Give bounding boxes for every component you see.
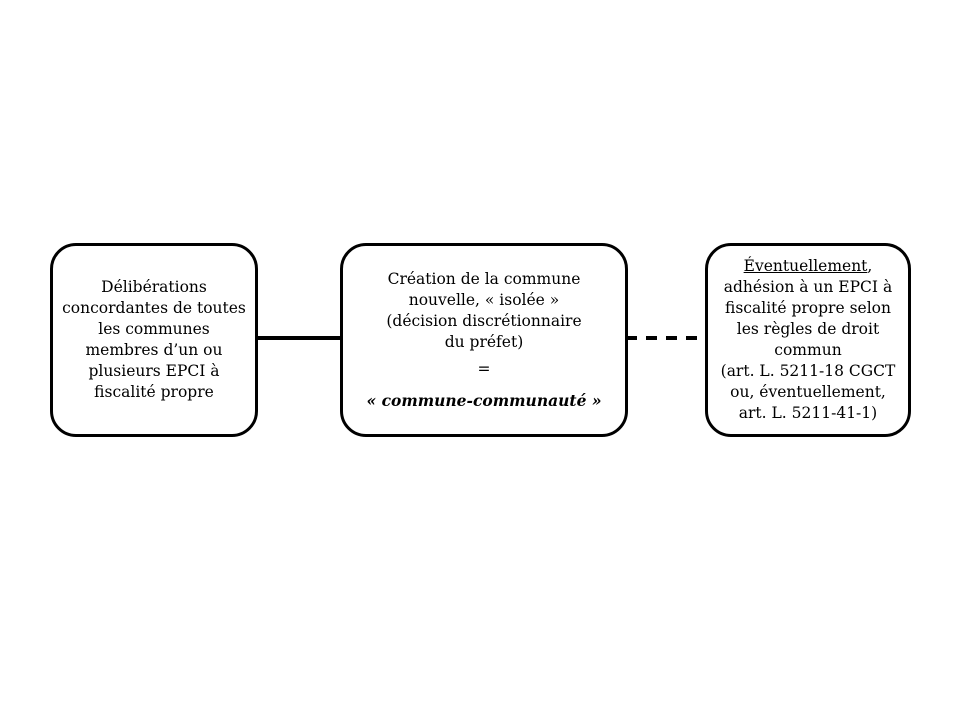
box-deliberations: Délibérations concordantes de toutes les… xyxy=(50,243,258,437)
connector-solid-line xyxy=(256,336,342,340)
connector-dashed-line xyxy=(626,336,707,340)
equals-sign: = xyxy=(477,360,491,378)
box-creation-result-text: « commune-communauté » xyxy=(366,391,602,410)
box-creation-commune-nouvelle: Création de la commune nouvelle, « isolé… xyxy=(340,243,628,437)
box-adhesion-epci: Éventuellement, adhésion à un EPCI à fis… xyxy=(705,243,911,437)
box-creation-body-text: Création de la commune nouvelle, « isolé… xyxy=(386,270,582,351)
box-adhesion-text: Éventuellement, adhésion à un EPCI à fis… xyxy=(721,256,896,424)
box-deliberations-text: Délibérations concordantes de toutes les… xyxy=(62,278,246,401)
eventuellement-comma: , xyxy=(867,257,873,275)
underlined-eventuellement: Éventuellement xyxy=(743,257,868,275)
box-adhesion-rest-text: adhésion à un EPCI à fiscalité propre se… xyxy=(720,278,896,422)
